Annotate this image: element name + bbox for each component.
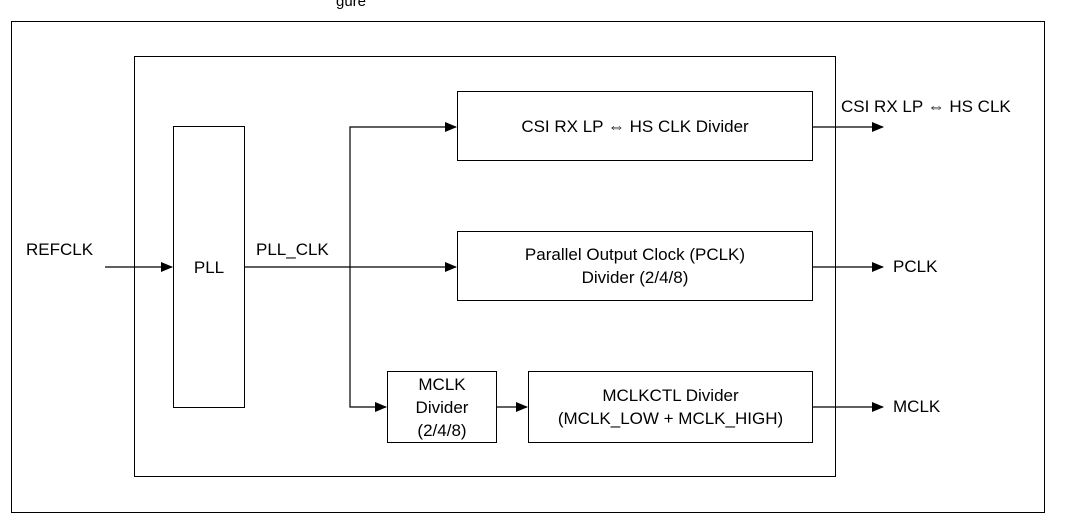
mclk-output-label: MCLK	[893, 397, 941, 416]
csi-branch-wire	[349, 122, 457, 267]
figure-caption: gure	[336, 0, 367, 10]
outer-frame	[11, 21, 1045, 513]
pll-clk-label: PLL_CLK	[256, 240, 329, 259]
refclk-label: REFCLK	[26, 240, 94, 259]
csi-clk-divider-block: CSI RX LP ⇔ HS CLK Divider	[457, 91, 813, 161]
pclk-output-label: PCLK	[893, 257, 938, 276]
mclk-divider-block: MCLK Divider (2/4/8)	[387, 371, 497, 443]
csi-output-label: CSI RX LP ⇔ HS CLK	[841, 97, 1011, 116]
mclkctl-divider-block: MCLKCTL Divider (MCLK_LOW + MCLK_HIGH)	[528, 371, 813, 443]
pll-block: PLL	[173, 126, 245, 408]
mclk-branch-wire	[349, 267, 387, 412]
pclk-divider-block: Parallel Output Clock (PCLK) Divider (2/…	[457, 231, 813, 301]
